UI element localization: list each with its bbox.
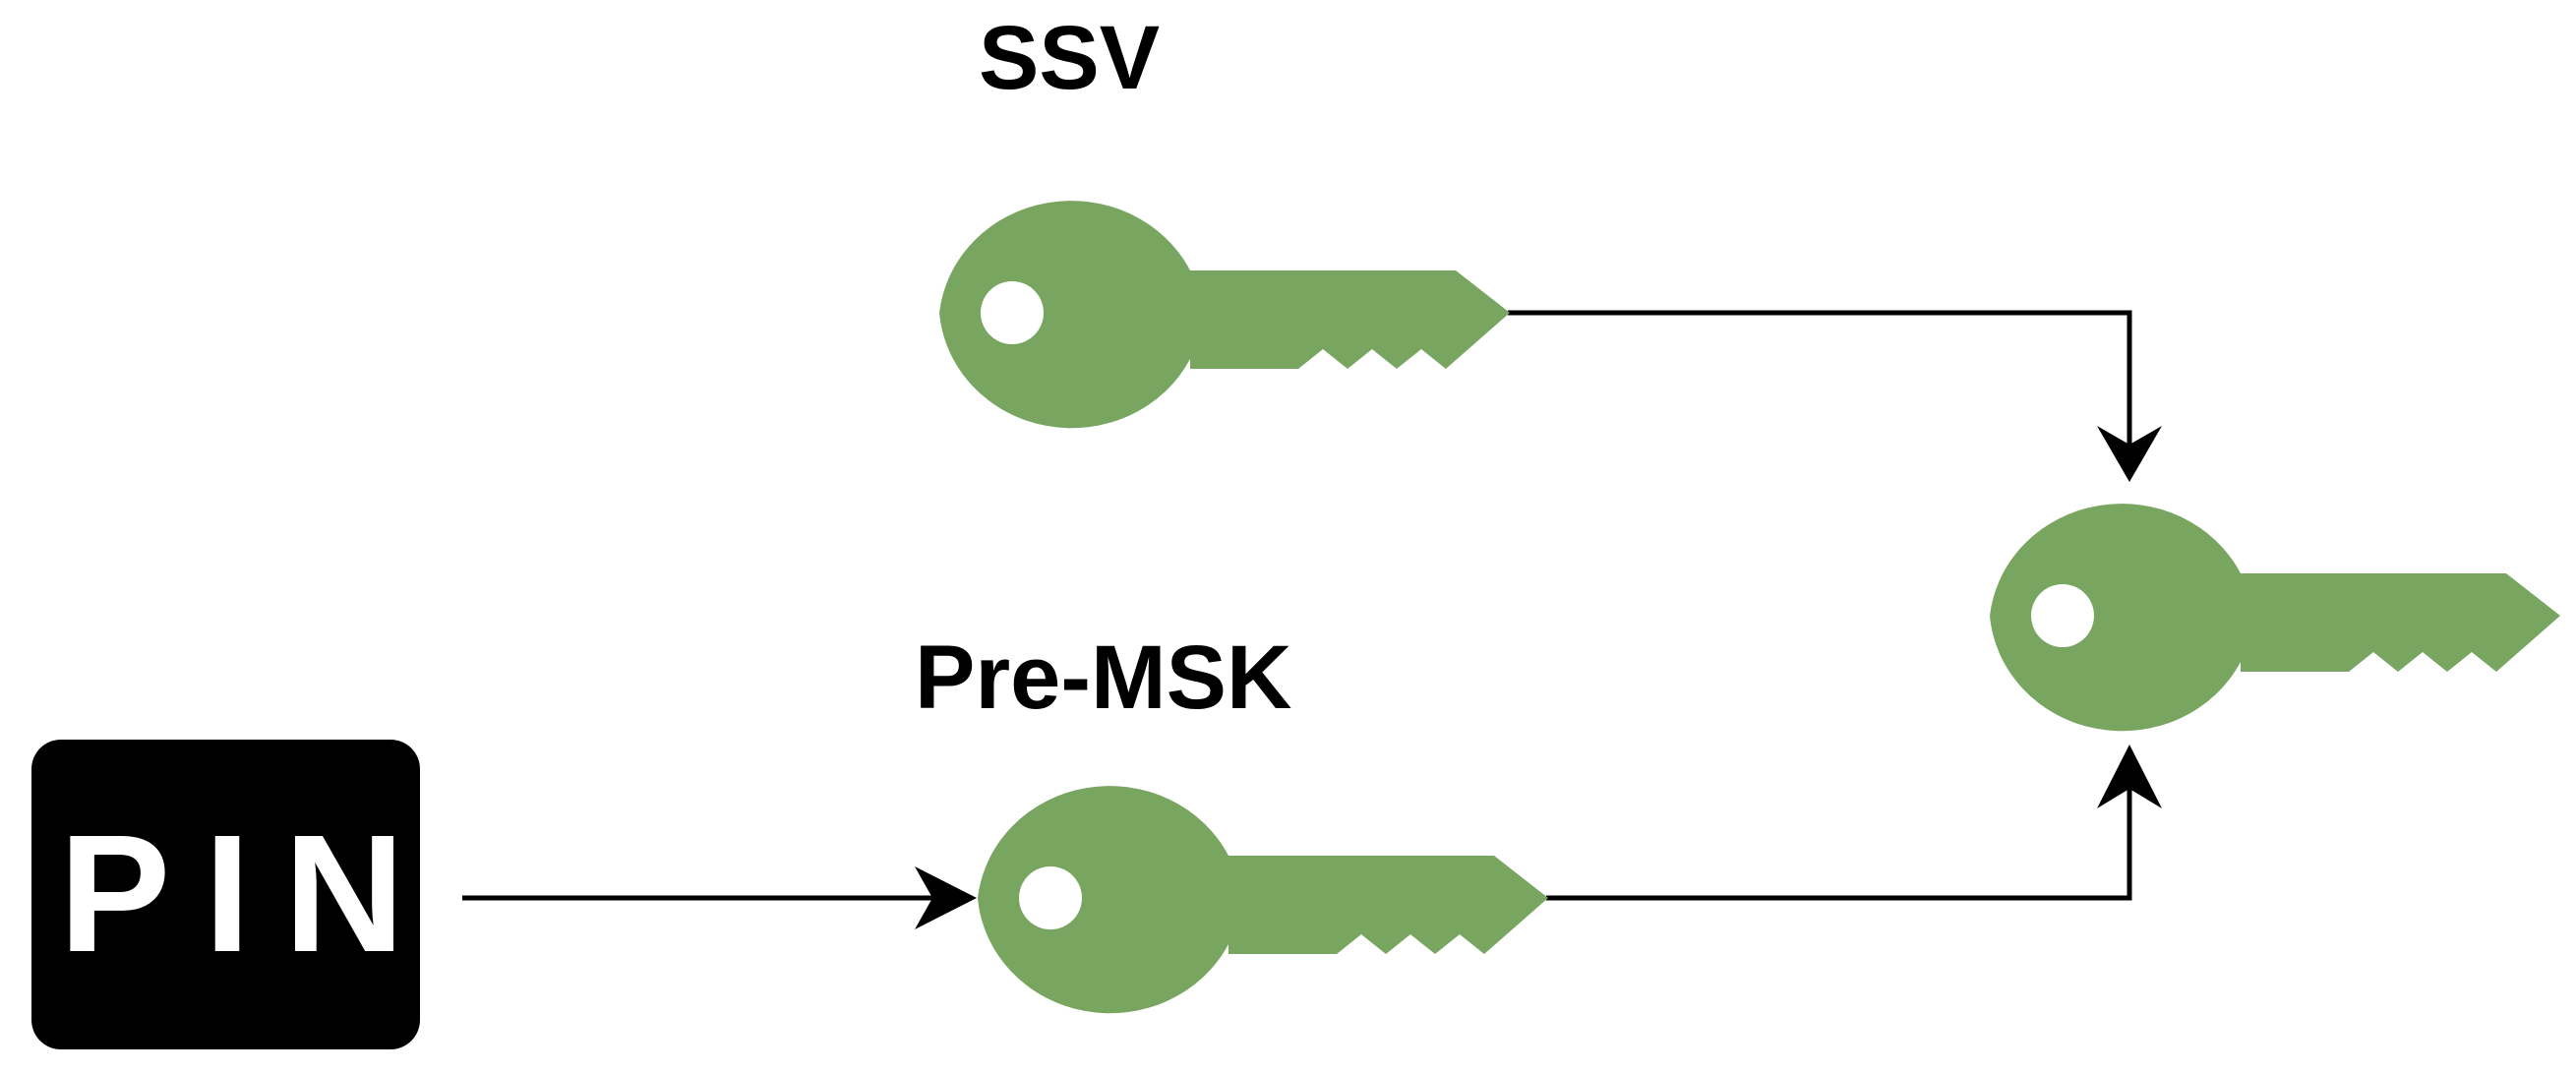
pre-msk-to-result-connector bbox=[1546, 769, 2132, 901]
ssv-label: SSV bbox=[979, 8, 1160, 108]
ssv-key-icon bbox=[939, 201, 1510, 429]
pin-badge-text: PIN bbox=[59, 801, 438, 987]
pin-badge bbox=[31, 740, 420, 1049]
ssv-arrowhead bbox=[2097, 426, 2162, 482]
pin-arrowhead bbox=[915, 866, 977, 929]
ssv-to-result-connector bbox=[1508, 310, 2132, 460]
result-key-icon bbox=[1990, 504, 2560, 732]
pre-msk-key-icon bbox=[978, 786, 1548, 1014]
pre-msk-label: Pre-MSK bbox=[915, 627, 1291, 728]
pre-msk-arrowhead bbox=[2097, 745, 2162, 808]
